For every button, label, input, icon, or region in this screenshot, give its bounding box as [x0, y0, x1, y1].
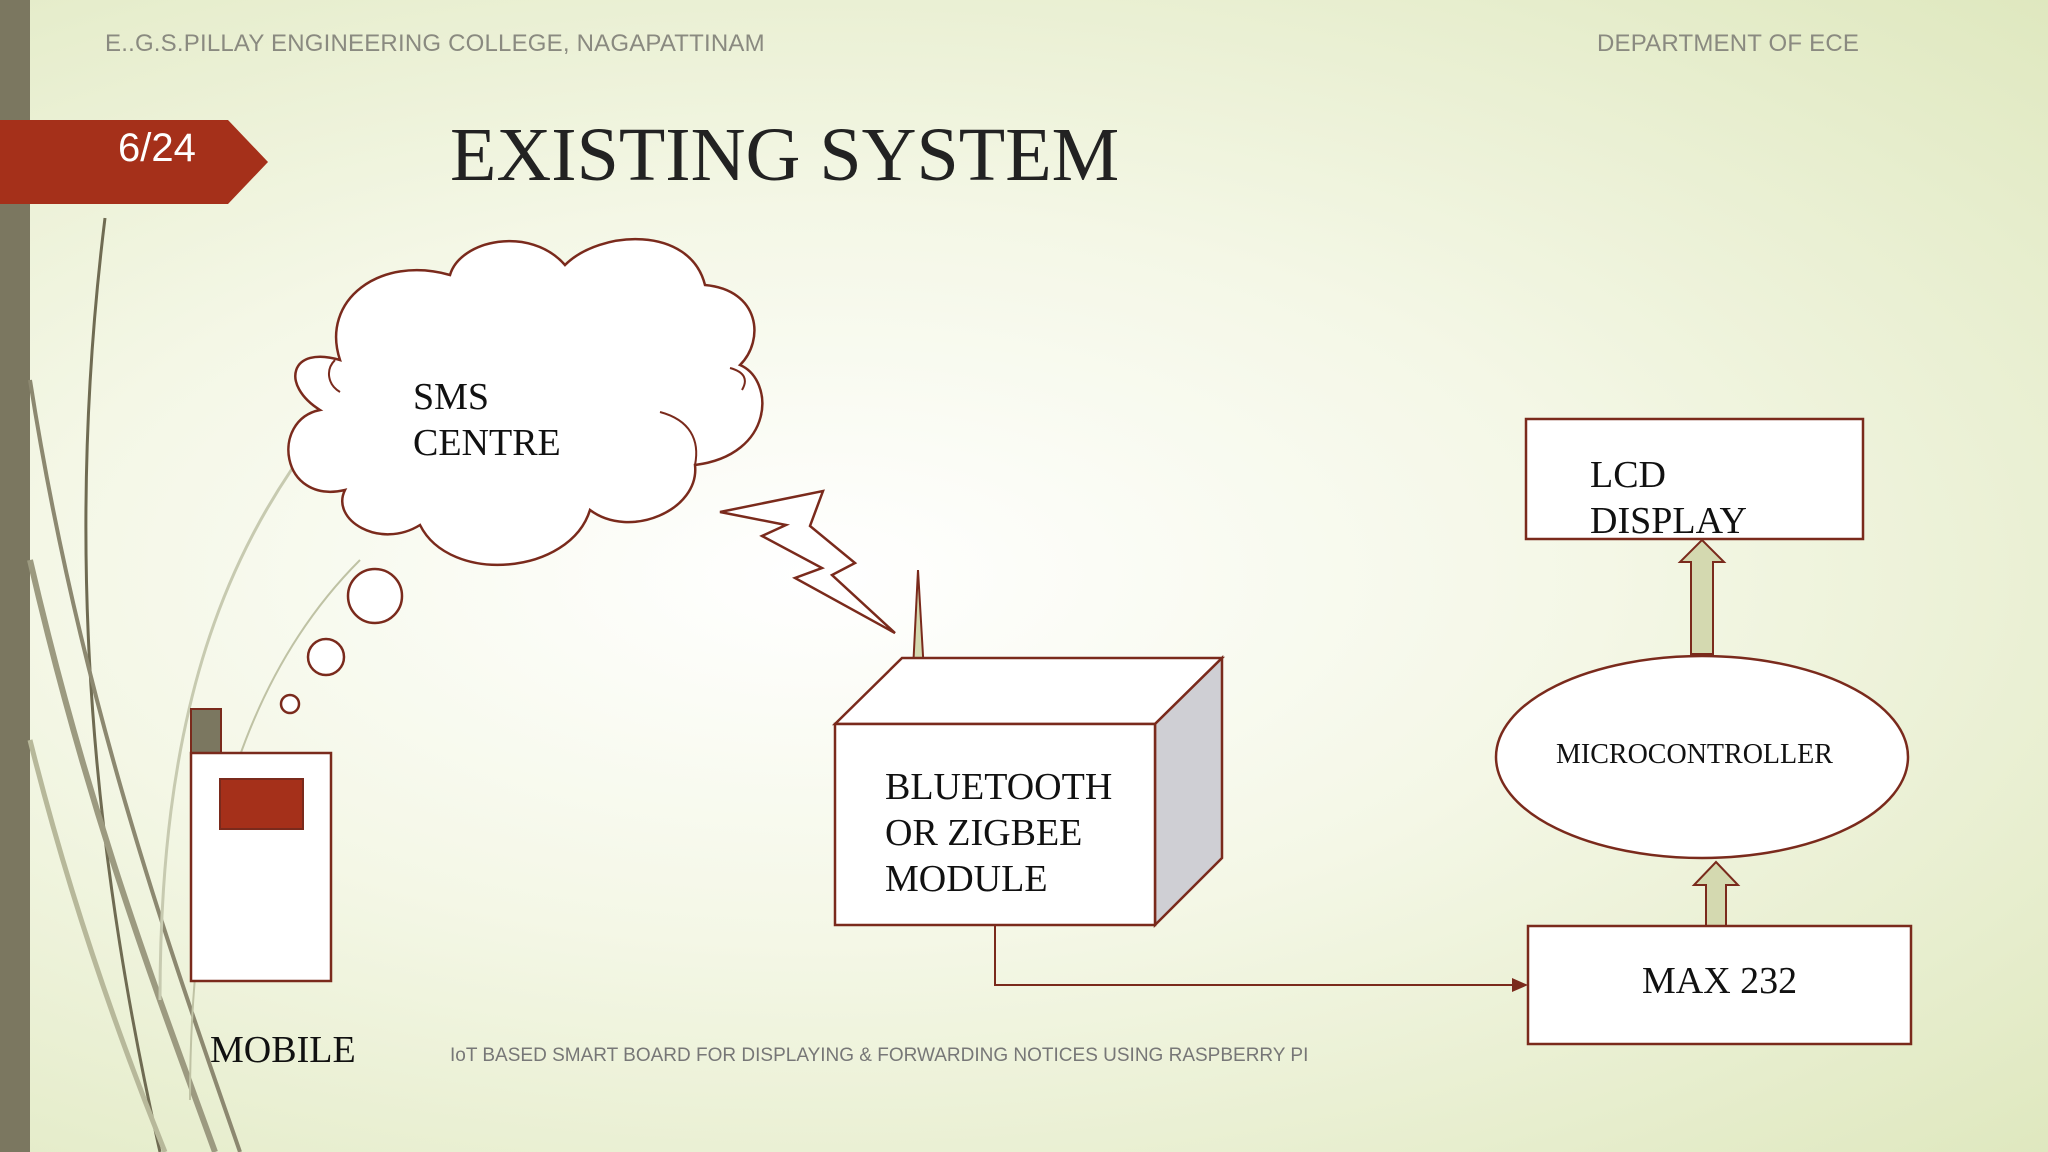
module-label: BLUETOOTH OR ZIGBEE MODULE [885, 766, 1113, 900]
thought-bubble-small [279, 693, 301, 715]
up-arrow-to-lcd [1677, 538, 1727, 655]
max232-box [1526, 924, 1913, 1046]
page-number-tag [0, 120, 268, 204]
page-number: 6/24 [118, 126, 196, 170]
module-box-front [833, 722, 1157, 927]
connector-line [994, 925, 1515, 986]
microcontroller-ellipse [1494, 654, 1910, 860]
up-arrow-to-microcontroller [1691, 860, 1741, 927]
college-name: E..G.S.PILLAY ENGINEERING COLLEGE, NAGAP… [105, 30, 765, 57]
mobile-screen [219, 778, 304, 830]
lcd-box [1524, 417, 1865, 541]
mobile-label: MOBILE [210, 1029, 356, 1071]
max232-label: MAX 232 [1642, 960, 1798, 1002]
footer-text: IoT BASED SMART BOARD FOR DISPLAYING & F… [450, 1045, 1309, 1066]
lightning-bolt-icon [719, 489, 896, 635]
connector-arrowhead [1512, 978, 1528, 992]
mobile-antenna [190, 708, 222, 754]
microcontroller-label: MICROCONTROLLER [1556, 739, 1833, 770]
department-name: DEPARTMENT OF ECE [1597, 30, 1860, 57]
thought-bubble-large [346, 567, 404, 625]
sms-centre-label: SMS CENTRE [413, 376, 561, 464]
thought-bubble-medium [306, 637, 346, 677]
slide-title: EXISTING SYSTEM [450, 113, 1120, 197]
lcd-display-label: LCD DISPLAY [1590, 454, 1747, 542]
